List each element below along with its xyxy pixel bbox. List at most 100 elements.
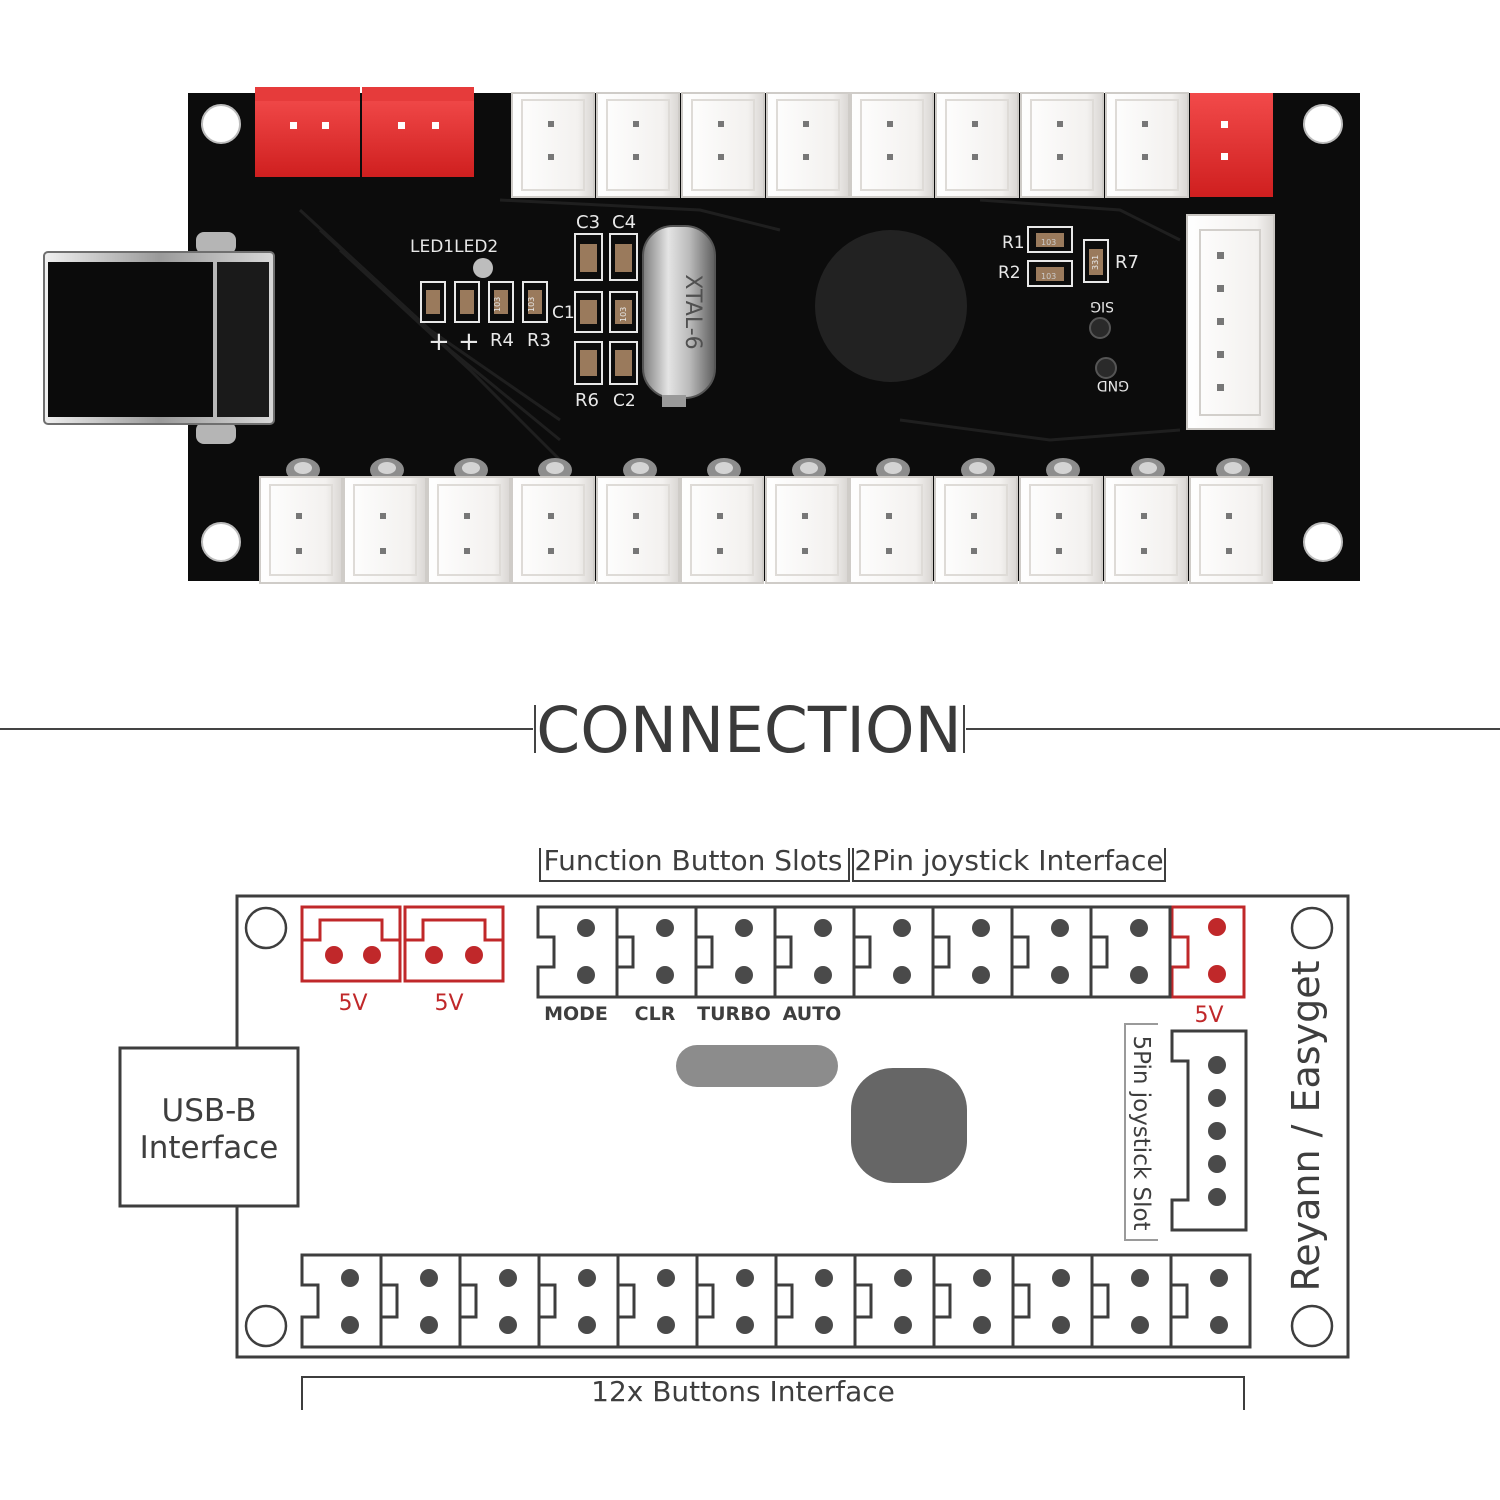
slot-pin <box>657 1269 675 1287</box>
connector-pin <box>802 548 808 554</box>
silk-plus-1: + <box>428 327 450 357</box>
usb-label-line2: Interface <box>140 1130 279 1166</box>
slot-pin <box>972 919 990 937</box>
power-pin <box>465 946 483 964</box>
connector-rim <box>690 484 754 576</box>
slot-pin <box>341 1316 359 1334</box>
pcb-white-connector <box>934 458 1018 584</box>
connector-rim <box>606 99 670 191</box>
slot-pin <box>815 1269 833 1287</box>
pcb-white-connector <box>850 92 934 198</box>
pcb-white-connector <box>765 458 849 584</box>
pcb-via <box>1095 357 1117 379</box>
slot-pin <box>1051 919 1069 937</box>
connector-rim <box>945 99 1009 191</box>
connector-pin <box>887 121 893 127</box>
connector-body <box>1189 476 1273 584</box>
joystick-pin <box>1208 1155 1226 1173</box>
connector-stud-top <box>884 462 902 474</box>
joystick-pin <box>1208 1089 1226 1107</box>
diagram-chip <box>851 1068 967 1183</box>
pcb-white-connector <box>259 458 343 584</box>
connector-pin <box>1057 121 1063 127</box>
connector-rim <box>437 484 501 576</box>
connector-body <box>935 92 1019 198</box>
connector-pin <box>633 121 639 127</box>
pcb-smd-parts <box>420 226 1109 385</box>
connector-rim <box>859 484 923 576</box>
pcb-white-connector <box>1020 92 1104 198</box>
slot-pin <box>1052 1269 1070 1287</box>
silk-c1: C1 <box>552 303 575 323</box>
slot-pin <box>1130 966 1148 984</box>
connector-stud-top <box>1224 462 1242 474</box>
silk-r4: R4 <box>490 330 514 351</box>
connector-pin <box>296 513 302 519</box>
connector-pin <box>1057 154 1063 160</box>
connector-pin <box>803 121 809 127</box>
slot-pin <box>1130 919 1148 937</box>
pcb-white-connector <box>1019 458 1103 584</box>
pcb-hole <box>1303 104 1343 144</box>
connector-pin <box>1056 548 1062 554</box>
silk-r6: R6 <box>575 390 599 411</box>
slot-pin <box>893 919 911 937</box>
pcb-white-connector <box>427 458 511 584</box>
slot-pin <box>735 966 753 984</box>
joystick-5pin-slot <box>1170 1029 1248 1232</box>
silk-res-code: 103 <box>1041 272 1056 281</box>
pcb-usb-port <box>43 232 275 444</box>
connector-rim <box>1199 484 1263 576</box>
connector-pin <box>296 548 302 554</box>
joystick-pin <box>1208 1122 1226 1140</box>
pcb-crystal: XTAL-6 <box>642 225 716 407</box>
slot-pin <box>736 1269 754 1287</box>
pcb-red-connector <box>1190 93 1273 197</box>
connector-pin <box>1056 513 1062 519</box>
connector-pin <box>887 154 893 160</box>
connector-pin <box>548 154 554 160</box>
connector-stud-top <box>1054 462 1072 474</box>
slot-pin <box>420 1269 438 1287</box>
pcb-led-dome <box>473 258 493 278</box>
slot-pin <box>578 1316 596 1334</box>
connector-pin <box>464 513 470 519</box>
connector-body <box>343 476 427 584</box>
connector-pin <box>633 513 639 519</box>
connector-pin <box>380 513 386 519</box>
slot-pin <box>577 966 595 984</box>
diagram-hole <box>1290 1304 1334 1348</box>
power-pin <box>363 946 381 964</box>
slot-pin <box>814 919 832 937</box>
connector-body <box>1105 92 1189 198</box>
connector-stud-top <box>1139 462 1157 474</box>
connector-pin <box>972 154 978 160</box>
pcb-white-connector <box>849 458 933 584</box>
silk-c2: C2 <box>613 391 636 411</box>
connector-body <box>1020 92 1104 198</box>
power-pin <box>425 946 443 964</box>
joystick-2pin-label: 2Pin joystick Interface <box>854 844 1163 877</box>
connector-pin <box>718 154 724 160</box>
connector-stud-top <box>294 462 312 474</box>
connector-pin <box>971 548 977 554</box>
pcb-white-connector <box>935 92 1019 198</box>
power-connector-3 <box>1170 905 1246 999</box>
slot-pin <box>499 1316 517 1334</box>
connector-pin <box>464 548 470 554</box>
silk-res-code: 103 <box>619 307 628 322</box>
connector-pin <box>972 121 978 127</box>
silk-led: LED1LED2 <box>410 237 498 257</box>
pcb-silkscreen: LED1LED2 + + R4 R3 C3 C4 C1 R6 C2 R1 R2 … <box>410 212 1139 411</box>
connector-body <box>596 92 680 198</box>
pcb-white-connector <box>766 92 850 198</box>
slot-pin <box>656 966 674 984</box>
connector-stud-top <box>462 462 480 474</box>
function-slots-label: Function Button Slots <box>544 844 843 877</box>
slot-pin <box>735 919 753 937</box>
connector-rim <box>1029 484 1093 576</box>
connector-body <box>427 476 511 584</box>
connector-rim <box>521 484 585 576</box>
top-slot-row <box>536 905 1172 999</box>
connector-rim <box>606 484 670 576</box>
